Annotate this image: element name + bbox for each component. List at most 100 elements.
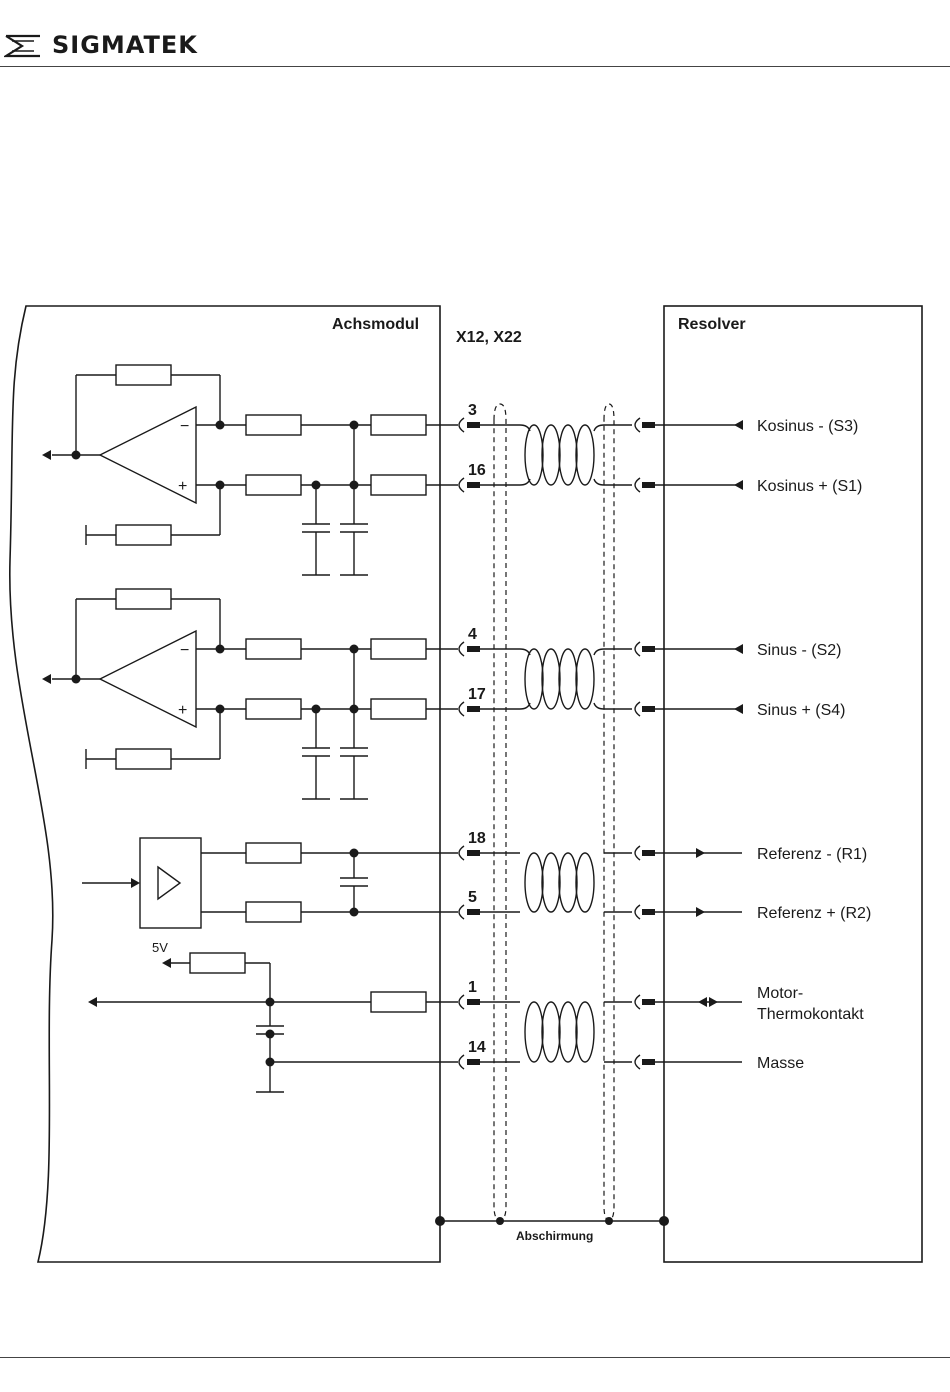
- twisted-pair-icon: [576, 1002, 594, 1062]
- output-arrow-icon: [42, 674, 51, 684]
- twisted-pair-icon: [542, 853, 560, 912]
- pin-number: 4: [468, 626, 477, 643]
- connector-pin: [642, 482, 655, 488]
- resolver-block: [664, 306, 922, 1262]
- twisted-pair-icon: [525, 1002, 543, 1062]
- wire: [594, 479, 604, 485]
- supply-label: 5V: [152, 940, 168, 955]
- twisted-pair-icon: [559, 1002, 577, 1062]
- signal-label: Motor-: [757, 985, 803, 1002]
- connector-pin: [642, 909, 655, 915]
- opamp-plus-label: +: [178, 478, 187, 495]
- opamp-minus-label: −: [180, 642, 189, 659]
- junction-dot: [350, 705, 359, 714]
- junction-dot: [216, 645, 225, 654]
- twisted-pair-icon: [559, 425, 577, 485]
- twisted-pair-icon: [525, 649, 543, 709]
- connector-pin: [642, 706, 655, 712]
- junction-dot: [216, 705, 225, 714]
- signal-label: Sinus - (S2): [757, 642, 841, 659]
- junction-dot: [266, 998, 275, 1007]
- connector-pin: [642, 1059, 655, 1065]
- junction-dot: [605, 1217, 613, 1225]
- shield-label: Abschirmung: [516, 1229, 593, 1243]
- connector-pin: [467, 422, 480, 428]
- connector-socket: [459, 702, 464, 716]
- shield-line: [494, 404, 506, 1220]
- signal-label: Referenz - (R1): [757, 846, 867, 863]
- driver-block: [140, 838, 201, 928]
- bias-resistor: [116, 749, 171, 769]
- connector-socket: [459, 995, 464, 1009]
- feedback-resistor: [116, 365, 171, 385]
- opamp-plus-label: +: [178, 702, 187, 719]
- output-arrow-icon: [696, 848, 705, 858]
- junction-dot: [312, 481, 321, 490]
- connector-pin: [467, 646, 480, 652]
- wire: [594, 649, 604, 655]
- connector-pin: [467, 1059, 480, 1065]
- connector-socket: [459, 905, 464, 919]
- resistor: [371, 415, 426, 435]
- resistor: [246, 415, 301, 435]
- junction-dot: [350, 481, 359, 490]
- input-arrow-icon: [734, 420, 743, 430]
- connector-pin: [642, 422, 655, 428]
- junction-dot: [312, 705, 321, 714]
- twisted-pair-icon: [542, 425, 560, 485]
- wire: [594, 703, 604, 709]
- twisted-pair-icon: [576, 649, 594, 709]
- signal-label: Masse: [757, 1055, 804, 1072]
- input-arrow-icon: [734, 704, 743, 714]
- connector-socket: [635, 702, 640, 716]
- pin-number: 17: [468, 686, 486, 703]
- connector-socket: [459, 642, 464, 656]
- signal-label: Referenz + (R2): [757, 905, 871, 922]
- shield-line: [604, 404, 614, 1220]
- connector-socket: [635, 478, 640, 492]
- bias-resistor: [116, 525, 171, 545]
- connector-socket: [635, 846, 640, 860]
- twisted-pair-icon: [559, 853, 577, 912]
- achsmodul-title: Achsmodul: [332, 316, 419, 333]
- twisted-pair-icon: [559, 649, 577, 709]
- output-arrow-icon: [42, 450, 51, 460]
- feedback-resistor: [116, 589, 171, 609]
- pin-number: 5: [468, 889, 477, 906]
- resistor: [371, 639, 426, 659]
- resistor: [246, 843, 301, 863]
- connector-socket: [635, 642, 640, 656]
- resistor: [246, 639, 301, 659]
- signal-label: Thermokontakt: [757, 1006, 864, 1023]
- output-arrow-icon: [88, 997, 97, 1007]
- twisted-pair-icon: [542, 1002, 560, 1062]
- junction-dot: [496, 1217, 504, 1225]
- pin-number: 14: [468, 1039, 486, 1056]
- junction-dot: [72, 675, 81, 684]
- resistor: [371, 992, 426, 1012]
- junction-dot: [435, 1216, 445, 1226]
- signal-label: Kosinus - (S3): [757, 418, 858, 435]
- twisted-pair-icon: [542, 649, 560, 709]
- connector-socket: [635, 418, 640, 432]
- pin-number: 3: [468, 402, 477, 419]
- buffer-icon: [158, 867, 180, 899]
- connector-socket: [635, 995, 640, 1009]
- output-arrow-icon: [696, 907, 705, 917]
- junction-dot: [266, 1058, 275, 1067]
- input-arrow-icon: [734, 644, 743, 654]
- connector-socket: [459, 846, 464, 860]
- signal-label: Sinus + (S4): [757, 702, 845, 719]
- arrow-icon: [709, 997, 718, 1007]
- junction-dot: [266, 1030, 275, 1039]
- resistor: [190, 953, 245, 973]
- resistor: [371, 475, 426, 495]
- twisted-pair-icon: [525, 425, 543, 485]
- pin-number: 1: [468, 979, 477, 996]
- junction-dot: [216, 481, 225, 490]
- junction-dot: [659, 1216, 669, 1226]
- pin-number: 16: [468, 462, 486, 479]
- connector-pin: [467, 850, 480, 856]
- connector-pin: [467, 482, 480, 488]
